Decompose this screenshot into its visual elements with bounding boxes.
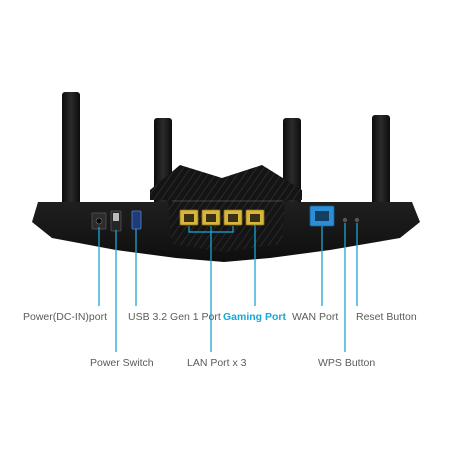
label-power-switch: Power Switch xyxy=(90,357,154,369)
router-center-panel xyxy=(168,200,285,252)
router-top-shell xyxy=(150,165,302,200)
wan-port-hole xyxy=(315,211,329,221)
lan-port-1-hole xyxy=(184,214,194,222)
gaming-port-hole xyxy=(250,214,260,222)
antenna-left-outer xyxy=(62,92,80,207)
label-wan-port: WAN Port xyxy=(292,311,339,323)
label-gaming-port: Gaming Port xyxy=(223,311,287,323)
lan-port-3-hole xyxy=(228,214,238,222)
leader-lines xyxy=(98,223,358,352)
label-power-dc-in: Power(DC-IN)port xyxy=(23,311,108,323)
reset-button xyxy=(354,217,360,223)
lan-port-2-hole xyxy=(206,214,216,222)
dc-in-hole xyxy=(95,217,103,225)
antenna-right-outer xyxy=(372,115,390,207)
wps-button xyxy=(342,217,348,223)
label-reset-button: Reset Button xyxy=(356,311,417,323)
power-switch-knob xyxy=(113,213,119,221)
label-lan-ports: LAN Port x 3 xyxy=(187,357,247,369)
label-wps-button: WPS Button xyxy=(318,357,376,369)
usb-port xyxy=(131,210,142,230)
label-usb: USB 3.2 Gen 1 Port xyxy=(128,311,221,323)
